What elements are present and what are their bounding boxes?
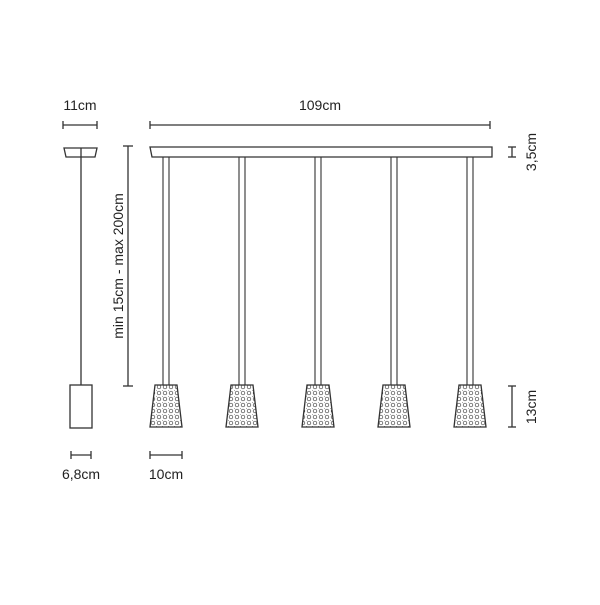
dim-shade-height [508,385,516,428]
shade-height-label: 13cm [523,390,539,424]
pendant [453,157,487,428]
canopy-width-label: 11cm [63,97,96,113]
pendant [301,157,335,428]
dim-canopy-width [62,121,98,129]
pendant [377,157,411,428]
lace-shade [453,384,487,428]
lace-shade [377,384,411,428]
pendant [225,157,259,428]
side-shade [69,384,93,429]
lace-shade [301,384,335,428]
pendant [149,157,183,428]
cable-length-label: min 15cm - max 200cm [110,193,126,338]
lace-shade [149,384,183,428]
pendants [149,157,487,428]
ceiling-bar [149,146,493,158]
side-canopy [63,147,98,158]
dim-bar-length [149,121,491,129]
side-shade-width-label: 6,8cm [62,466,100,482]
lace-shade [225,384,259,428]
side-view [63,147,98,429]
bar-length-label: 109cm [299,97,341,113]
shade-width-label: 10cm [149,466,183,482]
dim-bar-height [508,146,516,158]
dim-cable-length [123,145,133,387]
dim-shade-width [149,451,183,459]
dim-side-shade-width [70,451,92,459]
bar-height-label: 3,5cm [523,133,539,171]
